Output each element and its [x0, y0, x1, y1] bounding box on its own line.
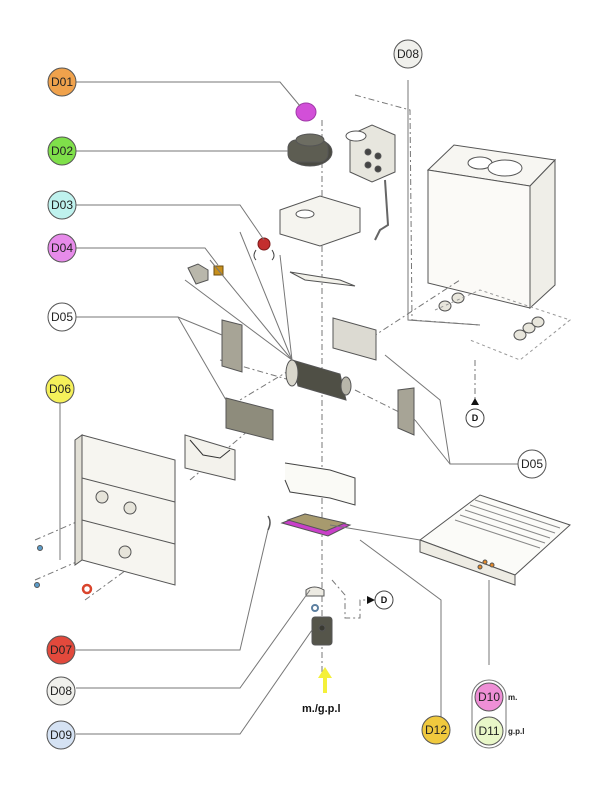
svg-text:D11: D11	[478, 724, 499, 738]
insulation-panel-left-front	[225, 397, 274, 441]
burner-frame-part	[284, 462, 356, 506]
sealed-chamber-cover	[74, 434, 176, 586]
svg-text:D07: D07	[50, 643, 72, 657]
chamber-frame-part	[184, 434, 236, 481]
insulation-panel-left-back	[221, 319, 243, 373]
parts-drawing	[34, 94, 572, 680]
svg-text:D03: D03	[51, 198, 73, 212]
svg-text:D04: D04	[51, 241, 73, 255]
fan-cap-part	[295, 102, 317, 122]
reference-marker-bottom: D	[367, 590, 394, 610]
svg-text:D: D	[472, 413, 479, 423]
svg-text:D01: D01	[51, 75, 73, 89]
svg-text:D09: D09	[50, 728, 72, 742]
reference-marker-top: D	[465, 398, 485, 428]
callout-d08-left[interactable]: D08	[46, 676, 76, 706]
bracket-part	[187, 263, 209, 285]
svg-text:D05: D05	[51, 310, 73, 324]
callout-d07[interactable]: D07	[46, 635, 76, 665]
hood-part	[279, 195, 361, 247]
gas-inlet-arrow-icon	[318, 667, 332, 693]
callout-d05-left[interactable]: D05	[47, 302, 77, 332]
svg-text:D02: D02	[51, 144, 73, 158]
callout-d04[interactable]: D04	[47, 233, 77, 263]
pin-part	[267, 515, 271, 531]
fasteners	[34, 545, 93, 595]
d10-variant-label: m.	[508, 693, 517, 702]
svg-text:D06: D06	[49, 382, 71, 396]
callout-d05-right[interactable]: D05	[517, 449, 547, 479]
baffle-part	[289, 271, 356, 287]
callout-d12[interactable]: D12	[421, 715, 451, 745]
insulation-panel-right-back	[332, 317, 377, 361]
callout-d02[interactable]: D02	[47, 136, 77, 166]
svg-text:D05: D05	[521, 457, 543, 471]
insulation-panel-right-front	[397, 387, 415, 436]
callout-d11[interactable]: D11	[474, 716, 504, 746]
d11-variant-label: g.p.l	[508, 727, 524, 736]
svg-text:D: D	[381, 595, 388, 605]
callout-d06[interactable]: D06	[45, 374, 75, 404]
heat-exchanger-part	[285, 359, 352, 401]
svg-text:D08: D08	[50, 684, 72, 698]
callout-d03[interactable]: D03	[47, 190, 77, 220]
callout-d09[interactable]: D09	[46, 720, 76, 750]
gas-valve-part	[305, 586, 333, 646]
callout-d10[interactable]: D10	[474, 682, 504, 712]
fan-part	[287, 133, 333, 167]
svg-text:D08: D08	[397, 47, 419, 61]
svg-text:D12: D12	[425, 723, 447, 737]
burner-manifold-part	[418, 494, 571, 586]
svg-text:D10: D10	[478, 690, 500, 704]
burner-part	[280, 513, 352, 537]
leader-lines	[59, 80, 518, 735]
assembly-lines	[34, 94, 481, 680]
gas-inlet-label: m./g.p.l	[302, 703, 341, 715]
electrode-part	[253, 237, 275, 261]
callout-d08-top[interactable]: D08	[393, 39, 423, 69]
callout-d01[interactable]: D01	[47, 67, 77, 97]
air-pressure-box	[345, 124, 396, 241]
boiler-casing	[426, 144, 572, 361]
